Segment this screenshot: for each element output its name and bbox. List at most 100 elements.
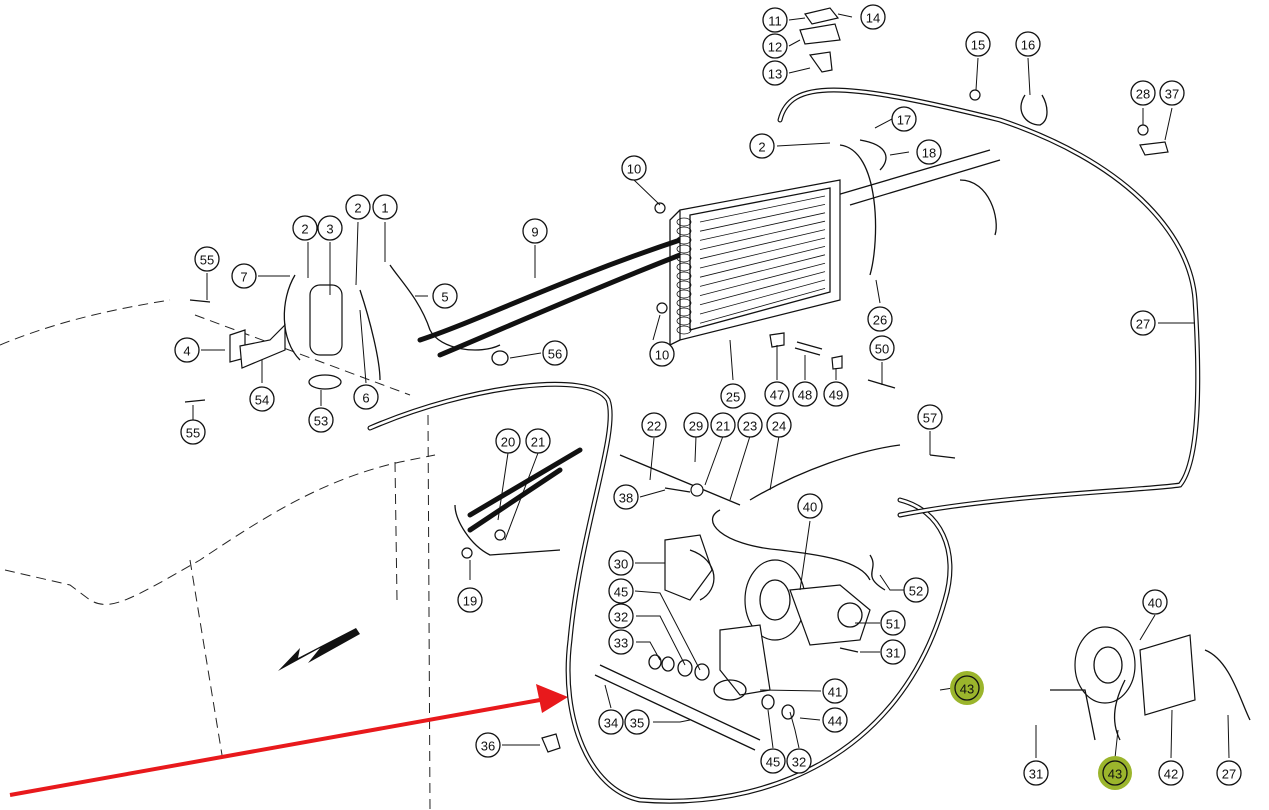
callout-label: 14 <box>866 11 880 26</box>
callout-part-42: 42 <box>1158 760 1184 786</box>
callout-label: 16 <box>1021 38 1035 53</box>
callout-part-2: 2 <box>749 133 775 159</box>
callout-part-3: 3 <box>317 215 343 241</box>
callout-part-33: 33 <box>608 629 634 655</box>
condenser-tube-bend <box>676 289 692 299</box>
condenser-fin <box>699 254 826 287</box>
callout-part-15: 15 <box>965 31 991 57</box>
callout-part-47: 47 <box>764 381 790 407</box>
callout-label: 52 <box>909 584 923 599</box>
callout-circle <box>823 381 849 407</box>
callout-label: 56 <box>548 347 562 362</box>
condenser-tube-bend <box>676 325 692 335</box>
callout-part-27: 27 <box>1216 760 1242 786</box>
callout-part-57: 57 <box>917 404 943 430</box>
callout-part-22: 22 <box>641 412 667 438</box>
callout-label: 9 <box>531 225 538 240</box>
callout-label: 42 <box>1164 767 1178 782</box>
callout-label: 38 <box>619 491 633 506</box>
callout-circle <box>954 675 980 701</box>
callout-label: 12 <box>768 40 782 55</box>
receiver-drier <box>283 264 501 390</box>
callout-circle <box>792 381 818 407</box>
callout-label: 48 <box>798 388 812 403</box>
callout-circle <box>641 412 667 438</box>
callout-part-28: 28 <box>1130 80 1156 106</box>
callout-label: 23 <box>743 419 757 434</box>
callout-label: 24 <box>772 419 786 434</box>
callout-part-43: 43 <box>950 671 984 705</box>
callout-label: 31 <box>1029 767 1043 782</box>
callout-label: 3 <box>326 222 333 237</box>
condenser-tube-bend <box>676 244 692 254</box>
callout-part-43: 43 <box>1098 756 1132 790</box>
callout-part-12: 12 <box>762 33 788 59</box>
callout-part-26: 26 <box>867 306 893 332</box>
callout-circle <box>649 341 675 367</box>
callout-part-32: 32 <box>786 748 812 774</box>
callout-circle <box>762 60 788 86</box>
vehicle-body-outline <box>0 299 436 810</box>
condenser-tube-bend <box>676 217 692 227</box>
callout-circle <box>608 550 634 576</box>
callout-circle <box>867 306 893 332</box>
callout-part-5: 5 <box>432 283 458 309</box>
callout-part-44: 44 <box>822 707 848 733</box>
inset-compressor <box>1050 626 1251 741</box>
callout-circle <box>720 383 746 409</box>
callout-circle <box>292 215 318 241</box>
condenser-tube-bend <box>676 316 692 326</box>
callout-part-11: 11 <box>762 7 788 33</box>
callout-label: 47 <box>770 388 784 403</box>
callout-part-21: 21 <box>525 428 551 454</box>
callout-part-20: 20 <box>495 428 521 454</box>
callout-part-50: 50 <box>869 335 895 361</box>
callout-circle <box>903 577 929 603</box>
callout-circle <box>797 493 823 519</box>
callout-circle <box>317 215 343 241</box>
callout-circle <box>457 587 483 613</box>
callout-label: 10 <box>655 348 669 363</box>
callout-part-17: 17 <box>891 106 917 132</box>
callout-circle <box>608 603 634 629</box>
callout-label: 30 <box>614 557 628 572</box>
callout-part-21: 21 <box>710 412 736 438</box>
callout-circle <box>749 133 775 159</box>
callout-label: 40 <box>1148 596 1162 611</box>
callout-label: 1 <box>381 201 388 216</box>
callout-circle <box>822 678 848 704</box>
callout-part-31: 31 <box>1023 760 1049 786</box>
callout-part-30: 30 <box>608 550 634 576</box>
callout-label: 2 <box>758 140 765 155</box>
callout-circle <box>308 407 334 433</box>
callout-label: 25 <box>726 390 740 405</box>
callout-label: 34 <box>604 716 618 731</box>
callout-part-37: 37 <box>1159 80 1185 106</box>
callout-circle <box>372 194 398 220</box>
callout-circle <box>180 419 206 445</box>
callout-part-29: 29 <box>683 412 709 438</box>
callout-circle <box>760 748 786 774</box>
callout-label: 55 <box>200 253 214 268</box>
condenser-tube-bend <box>676 253 692 263</box>
callout-label: 32 <box>792 755 806 770</box>
callout-part-55: 55 <box>180 419 206 445</box>
condenser-tube-bend <box>676 271 692 281</box>
callout-circle <box>822 707 848 733</box>
callout-circle <box>683 412 709 438</box>
callout-part-27: 27 <box>1130 310 1156 336</box>
callout-part-52: 52 <box>903 577 929 603</box>
condenser-fin <box>699 237 826 269</box>
callout-label: 17 <box>897 113 911 128</box>
callout-circle <box>1216 760 1242 786</box>
callout-label: 44 <box>828 714 842 729</box>
callout-circle <box>542 340 568 366</box>
callout-circle <box>525 428 551 454</box>
callout-circle <box>860 4 886 30</box>
callout-label: 20 <box>501 435 515 450</box>
callout-circle <box>231 263 257 289</box>
callout-circle <box>174 337 200 363</box>
callout-label: 54 <box>255 393 269 408</box>
callout-part-32: 32 <box>608 603 634 629</box>
callout-circle <box>598 709 624 735</box>
